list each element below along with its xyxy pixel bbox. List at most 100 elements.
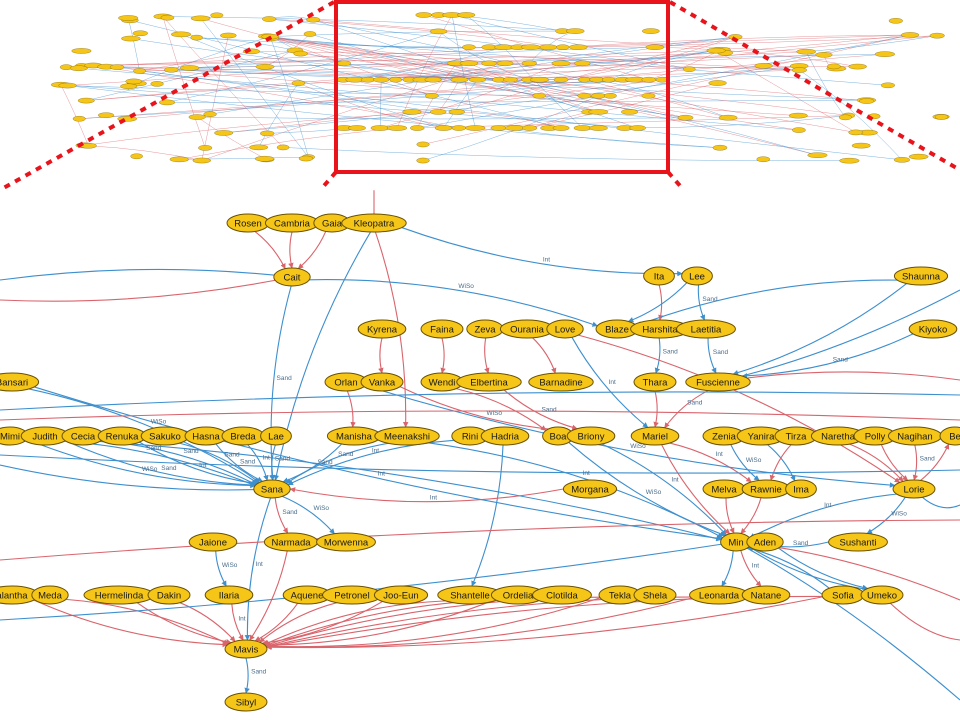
overview-node	[591, 93, 606, 99]
node-natane[interactable]: Natane	[741, 585, 791, 605]
node-sushanti[interactable]: Sushanti	[828, 532, 888, 552]
node-mariel[interactable]: Mariel	[630, 426, 680, 446]
node-laetitia[interactable]: Laetitia	[676, 319, 736, 339]
node-joo-eun[interactable]: Joo-Eun	[373, 585, 429, 605]
overview-node	[159, 99, 176, 106]
node-label: Ordelia	[503, 590, 534, 601]
edge-Lae-Sana	[269, 444, 276, 481]
node-breda[interactable]: Breda	[221, 426, 265, 446]
node-zeva[interactable]: Zeva	[466, 319, 504, 339]
zoom-dotted-left	[0, 0, 335, 192]
overview-edge	[298, 82, 444, 129]
overview-node	[838, 114, 852, 121]
node-shape	[685, 372, 751, 392]
node-sana[interactable]: Sana	[253, 479, 291, 499]
edge-label: WiSo	[891, 511, 907, 518]
node-cait[interactable]: Cait	[273, 267, 311, 287]
overview-node	[337, 60, 351, 67]
node-elbertina[interactable]: Elbertina	[456, 372, 522, 392]
overview-node	[293, 50, 308, 57]
edge-Cait-Blaze	[309, 279, 598, 327]
node-petronel[interactable]: Petronel	[322, 585, 382, 605]
node-briony[interactable]: Briony	[566, 426, 616, 446]
node-label: Lorie	[903, 484, 924, 495]
edge-Clotilda-Mavis	[264, 598, 537, 647]
node-lorie[interactable]: Lorie	[892, 479, 936, 499]
node-renuka[interactable]: Renuka	[97, 426, 147, 446]
node-aden[interactable]: Aden	[746, 532, 784, 552]
edge-Cambria-Cait	[288, 231, 294, 269]
node-label: Vanka	[369, 377, 396, 388]
node-kyrena[interactable]: Kyrena	[357, 319, 407, 339]
node-ima[interactable]: Ima	[785, 479, 817, 499]
node-mavis[interactable]: Mavis	[224, 639, 268, 659]
edge-Min-Natane	[740, 550, 762, 587]
node-lae[interactable]: Lae	[260, 426, 292, 446]
node-morgana[interactable]: Morgana	[562, 479, 618, 499]
overview-node	[203, 111, 217, 117]
node-leonarda[interactable]: Leonarda	[689, 585, 749, 605]
node-nagihan[interactable]: Nagihan	[887, 426, 943, 446]
node-hermelinda[interactable]: Hermelinda	[83, 585, 155, 605]
node-bansari[interactable]: Bansari	[0, 372, 40, 392]
node-clotilda[interactable]: Clotilda	[532, 585, 592, 605]
node-meenakshi[interactable]: Meenakshi	[374, 426, 440, 446]
node-vanka[interactable]: Vanka	[360, 372, 404, 392]
node-barnadine[interactable]: Barnadine	[528, 372, 594, 392]
node-umeko[interactable]: Umeko	[860, 585, 904, 605]
node-meda[interactable]: Meda	[31, 585, 69, 605]
node-hasna[interactable]: Hasna	[184, 426, 228, 446]
node-tirza[interactable]: Tirza	[774, 426, 818, 446]
node-melva[interactable]: Melva	[702, 479, 746, 499]
overview-edge	[86, 54, 824, 101]
node-shela[interactable]: Shela	[633, 585, 677, 605]
node-morwenna[interactable]: Morwenna	[316, 532, 376, 552]
overview-edge	[498, 35, 938, 80]
node-ourania[interactable]: Ourania	[499, 319, 555, 339]
overview-edge	[270, 36, 818, 156]
node-thara[interactable]: Thara	[633, 372, 677, 392]
node-cambria[interactable]: Cambria	[264, 213, 320, 233]
overview-node	[192, 157, 211, 164]
node-jaione[interactable]: Jaione	[188, 532, 238, 552]
overview-node	[706, 47, 726, 54]
node-sofia[interactable]: Sofia	[821, 585, 865, 605]
node-manisha[interactable]: Manisha	[326, 426, 382, 446]
node-ita[interactable]: Ita	[643, 266, 675, 286]
node-sakuko[interactable]: Sakuko	[140, 426, 190, 446]
node-orlan[interactable]: Orlan	[324, 372, 368, 392]
node-shape	[643, 266, 675, 286]
overview-edge	[498, 127, 720, 148]
node-rosen[interactable]: Rosen	[226, 213, 270, 233]
node-love[interactable]: Love	[546, 319, 584, 339]
overview-node	[621, 109, 639, 115]
overview-node	[198, 145, 213, 151]
overview-node	[589, 125, 608, 131]
node-lee[interactable]: Lee	[681, 266, 713, 286]
node-rawnie[interactable]: Rawnie	[741, 479, 791, 499]
node-label: Jaione	[199, 537, 227, 548]
node-be[interactable]: Be	[939, 426, 960, 446]
node-label: Elbertina	[470, 377, 508, 388]
edge-label: Sand	[161, 465, 177, 472]
node-sibyl[interactable]: Sibyl	[224, 692, 268, 712]
node-rini[interactable]: Rini	[451, 426, 489, 446]
node-kleopatra[interactable]: Kleopatra	[341, 213, 407, 233]
zoom-box	[334, 0, 670, 174]
node-dakin[interactable]: Dakin	[147, 585, 191, 605]
node-label: Wendi	[429, 377, 456, 388]
overview-node	[210, 12, 224, 19]
node-hadria[interactable]: Hadria	[480, 426, 530, 446]
edge-label: Sand	[282, 509, 298, 516]
node-kiyoko[interactable]: Kiyoko	[908, 319, 958, 339]
overview-node	[859, 98, 875, 104]
node-ilaria[interactable]: Ilaria	[204, 585, 254, 605]
node-faina[interactable]: Faina	[420, 319, 464, 339]
node-narmada[interactable]: Narmada	[263, 532, 319, 552]
edge-Kleopatra-Sana	[273, 231, 372, 481]
overview-edge	[355, 46, 504, 80]
node-shaunna[interactable]: Shaunna	[893, 266, 949, 286]
node-fuscienne[interactable]: Fuscienne	[685, 372, 751, 392]
edge-Lee-Blaze	[627, 282, 688, 323]
node-label: Petronel	[334, 590, 369, 601]
